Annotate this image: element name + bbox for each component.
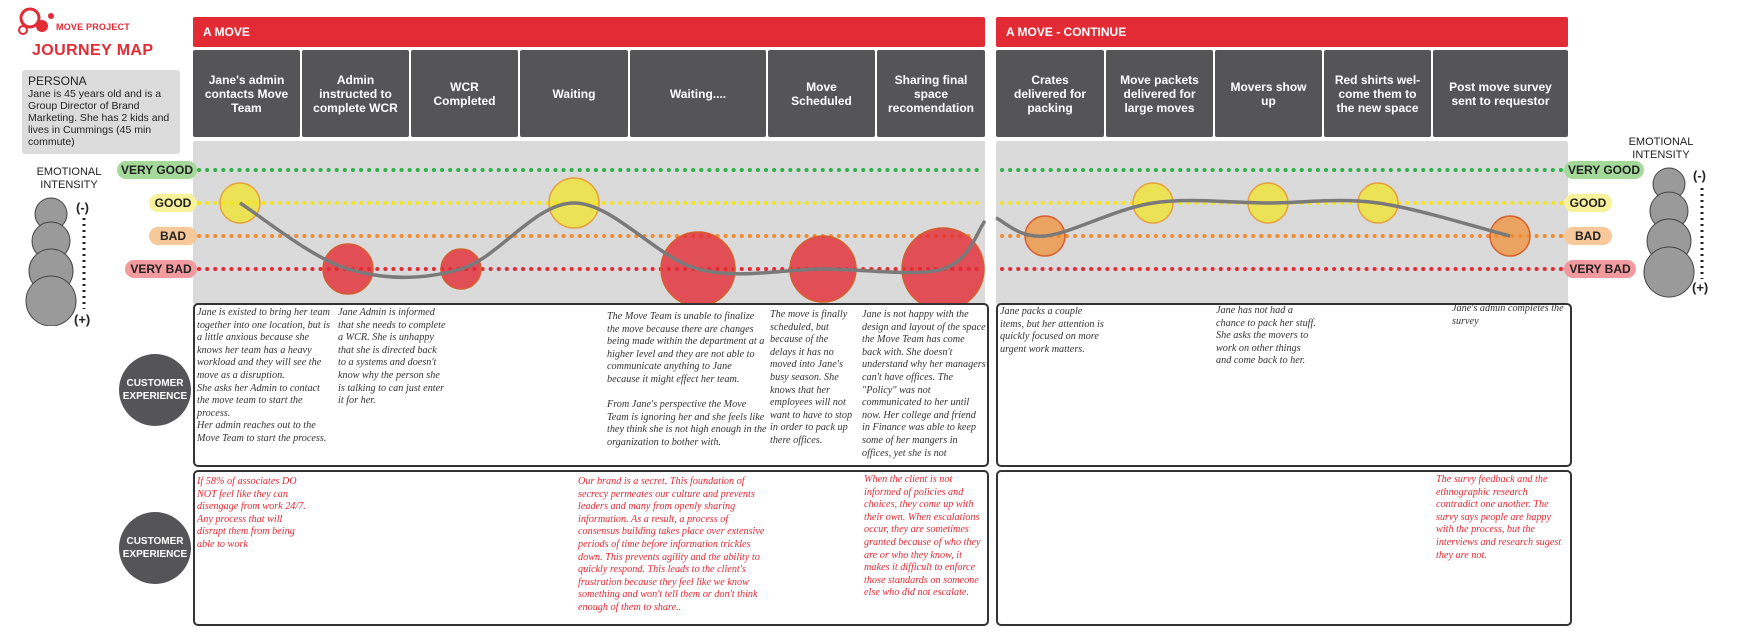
note-text: Jane is existed to bring her team togeth… xyxy=(197,307,330,444)
level-pill-left: VERY GOOD xyxy=(117,161,197,179)
insight-box-a-move xyxy=(193,470,989,626)
page-title: JOURNEY MAP xyxy=(32,42,154,59)
level-pill-right: GOOD xyxy=(1564,194,1612,212)
stage-header: Move Scheduled xyxy=(768,50,875,137)
emotion-curve xyxy=(995,198,1511,238)
stage-header: Movers show up xyxy=(1215,50,1322,137)
emotional-intensity-label-left: EMOTIONAL INTENSITY xyxy=(36,166,102,191)
note-text: Jane has not had a chance to pack her st… xyxy=(1216,305,1316,367)
note-text: Jane's admin completes the survey xyxy=(1452,303,1564,327)
stage-header: Red shirts wel-come them to the new spac… xyxy=(1324,50,1431,137)
persona-title: PERSONA xyxy=(28,74,87,88)
level-pill-left: VERY BAD xyxy=(125,260,197,278)
note-text: Jane packs a couple items, but her atten… xyxy=(1000,306,1104,355)
stage-header: Sharing final space recomendation xyxy=(877,50,985,137)
stage-header: Waiting.... xyxy=(630,50,766,137)
note-text: Jane Admin is informed that she needs to… xyxy=(338,307,446,407)
stage-header: Post move survey sent to requestor xyxy=(1433,50,1568,137)
insight-text: When the client is not informed of polic… xyxy=(864,474,981,599)
emotional-intensity-label-right: EMOTIONAL INTENSITY xyxy=(1628,136,1694,161)
insight-text: If 58% of associates DO NOT feel like th… xyxy=(197,476,306,550)
intensity-minus-left: (-) xyxy=(76,200,89,215)
level-pill-left: GOOD xyxy=(149,194,197,212)
brand-project-label: MOVE PROJECT xyxy=(56,22,130,32)
stage-header: Crates delivered for packing xyxy=(996,50,1104,137)
customer-experience-badge: CUSTOMER EXPERIENCE xyxy=(119,354,191,426)
level-pill-right: VERY GOOD xyxy=(1564,161,1644,179)
section-title: A MOVE xyxy=(203,25,250,39)
level-pill-left: BAD xyxy=(149,227,197,245)
section-header-a-move: A MOVE xyxy=(193,17,985,47)
stage-header: Jane's admin contacts Move Team xyxy=(193,50,300,137)
insight-text: Our brand is a secret. This foundation o… xyxy=(578,476,765,613)
section-header-a-move-continue: A MOVE - CONTINUE xyxy=(996,17,1568,47)
intensity-plus-right: (+) xyxy=(1692,280,1709,295)
intensity-plus-left: (+) xyxy=(74,312,91,327)
insight-box-continue xyxy=(996,470,1572,626)
stage-header: WCR Completed xyxy=(411,50,518,137)
insight-text: The survy feedback and the ethnographic … xyxy=(1436,474,1562,561)
persona-card: PERSONA Jane is 45 years old and is a Gr… xyxy=(22,70,180,154)
stage-header: Move packets delivered for large moves xyxy=(1106,50,1213,137)
emotion-curve xyxy=(239,201,987,279)
brand-logo-icon xyxy=(18,7,54,35)
note-text: Jane is not happy with the design and la… xyxy=(862,309,986,459)
level-pill-right: BAD xyxy=(1564,227,1612,245)
stage-header: Waiting xyxy=(520,50,628,137)
intensity-scale-icon-right xyxy=(1643,167,1704,298)
customer-experience-box-continue xyxy=(996,303,1572,467)
customer-experience-box-a-move xyxy=(193,303,989,467)
stage-header: Admin instructed to complete WCR xyxy=(302,50,409,137)
customer-experience-badge: CUSTOMER EXPERIENCE xyxy=(119,512,191,584)
level-pill-right: VERY BAD xyxy=(1564,260,1636,278)
intensity-scale-icon-left xyxy=(25,197,86,326)
intensity-minus-right: (-) xyxy=(1693,168,1706,183)
note-text: The move is finally scheduled, but becau… xyxy=(770,309,853,446)
persona-description: Jane is 45 years old and is a Group Dire… xyxy=(28,88,170,148)
section-title: A MOVE - CONTINUE xyxy=(1006,25,1127,39)
note-text: The Move Team is unable to finalize the … xyxy=(607,311,767,448)
